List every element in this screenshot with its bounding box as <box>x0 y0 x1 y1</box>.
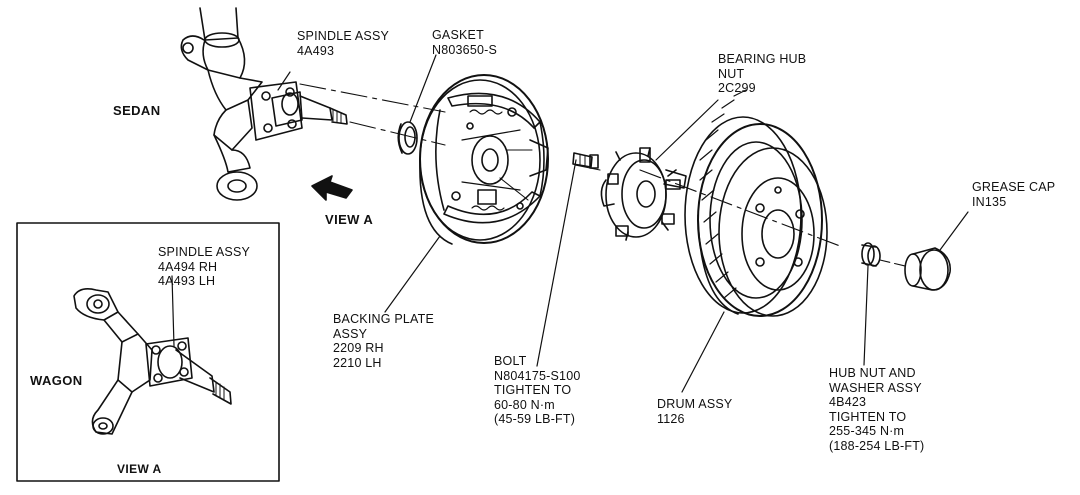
callout-line: SPINDLE ASSY <box>297 29 390 43</box>
gasket-callout: GASKET N803650-S <box>432 28 497 57</box>
sedan-label: SEDAN <box>113 103 161 118</box>
callout-line: 1126 <box>657 411 685 426</box>
callout-line: GASKET <box>432 28 484 42</box>
drum-drawing <box>684 89 828 317</box>
bearing-hub-nut-callout: BEARING HUB NUT 2C299 <box>718 52 806 96</box>
view-a-arrow-label: VIEW A <box>325 212 374 227</box>
callout-line: TIGHTEN TO <box>494 383 572 397</box>
hub-nut-drawing <box>861 242 881 267</box>
callout-line: IN135 <box>972 194 1007 209</box>
bolt-callout: BOLT N804175-S100 TIGHTEN TO 60-80 N·m (… <box>494 354 581 427</box>
spindle-sedan-callout: SPINDLE ASSY 4A493 <box>297 29 389 58</box>
sedan-spindle-drawing <box>180 7 348 201</box>
callout-line: 2210 LH <box>333 355 382 370</box>
callout-line: 2C299 <box>718 81 756 95</box>
callout-line: (45-59 LB-FT) <box>494 412 576 426</box>
bolt-drawing <box>572 152 599 169</box>
callout-line: ASSY <box>333 326 368 341</box>
callout-line: WASHER ASSY <box>829 380 922 395</box>
hub-nut-washer-callout: HUB NUT AND WASHER ASSY 4B423 TIGHTEN TO… <box>829 366 924 453</box>
inset-frame <box>16 222 280 482</box>
backing-plate-callout: BACKING PLATE ASSY 2209 RH 2210 LH <box>333 312 434 370</box>
callout-line: 255-345 N·m <box>829 424 905 438</box>
callout-line: BACKING PLATE <box>333 312 435 326</box>
backing-plate-drawing <box>419 74 549 245</box>
callout-line: N804175-S100 <box>494 368 581 383</box>
callout-line: NUT <box>718 66 745 81</box>
callout-line: 4A493 LH <box>158 274 216 288</box>
grease-cap-callout: GREASE CAP IN135 <box>972 180 1055 209</box>
leader-lines <box>171 54 969 393</box>
callout-line: BEARING HUB <box>718 52 807 66</box>
inset-caption: VIEW A <box>117 462 162 476</box>
callout-line: GREASE CAP <box>972 180 1056 194</box>
callout-line: 60-80 N·m <box>494 397 555 412</box>
callout-line: BOLT <box>494 354 527 368</box>
drum-callout: DRUM ASSY 1126 <box>657 397 732 426</box>
callout-line: 4A494 RH <box>158 259 218 274</box>
callout-line: 4B423 <box>829 395 867 409</box>
callout-line: (188-254 LB-FT) <box>829 438 925 453</box>
callout-line: N803650-S <box>432 42 498 57</box>
callout-line: HUB NUT AND <box>829 366 916 380</box>
callout-line: 4A493 <box>297 43 335 58</box>
callout-line: SPINDLE ASSY <box>158 245 251 259</box>
bearing-hub-drawing <box>600 147 687 241</box>
view-arrow-icon <box>311 175 353 201</box>
wagon-spindle-drawing <box>73 288 232 435</box>
callout-line: DRUM ASSY <box>657 397 733 411</box>
callout-line: TIGHTEN TO <box>829 409 907 424</box>
wagon-label: WAGON <box>30 373 83 388</box>
callout-line: 2209 RH <box>333 341 384 355</box>
gasket-drawing <box>397 121 418 155</box>
grease-cap-drawing <box>904 247 952 291</box>
spindle-wagon-callout: SPINDLE ASSY 4A494 RH 4A493 LH <box>158 245 250 289</box>
